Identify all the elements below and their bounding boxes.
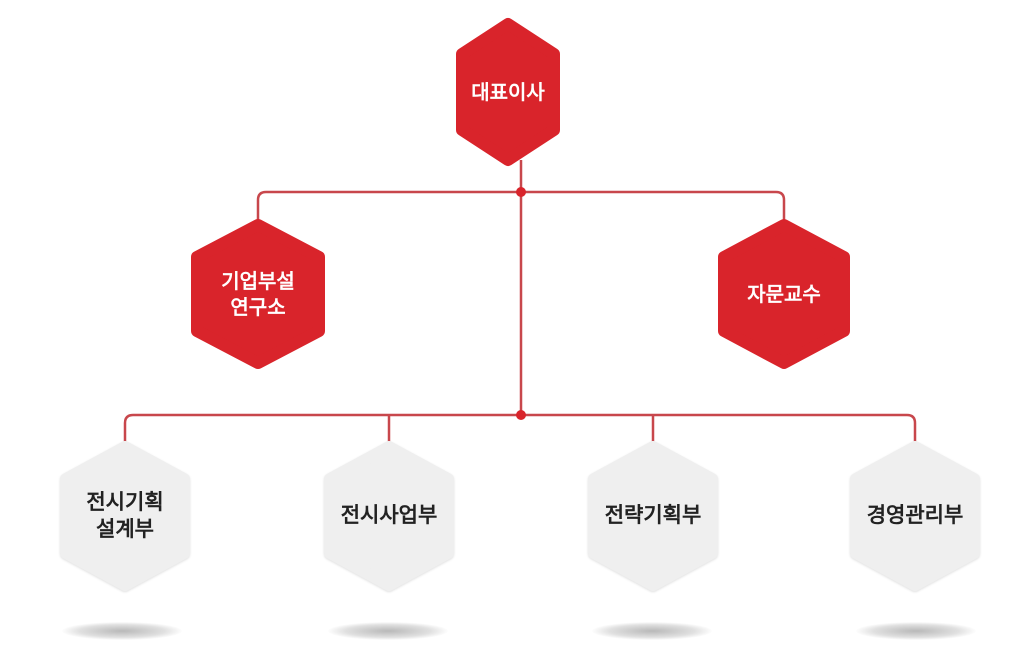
hexagon-shape (324, 441, 454, 591)
hexagon-shape (191, 219, 325, 369)
hexagon-shape (456, 18, 560, 166)
node-shadow (592, 622, 712, 640)
node-label: 전시사업부 (340, 503, 438, 528)
node-ceo[interactable]: 대표이사 (456, 18, 560, 166)
hexagon-shape (60, 441, 190, 591)
node-label: 경영관리부 (866, 503, 964, 528)
node-label: 자문교수 (747, 282, 821, 306)
node-advisory-professor[interactable]: 자문교수 (718, 219, 850, 369)
node-label: 전시기획 설계부 (86, 489, 164, 541)
node-label: 전략기획부 (604, 503, 702, 528)
node-label: 기업부설 연구소 (221, 269, 295, 319)
junction-dot (516, 410, 526, 420)
node-dept-exhibition-business[interactable]: 전시사업부 (324, 441, 454, 591)
hexagon-shape (588, 441, 718, 591)
node-shadow (328, 622, 448, 640)
node-label: 대표이사 (471, 80, 545, 104)
junction-dot (516, 187, 526, 197)
node-dept-management[interactable]: 경영관리부 (850, 441, 980, 591)
node-dept-exhibition-design[interactable]: 전시기획 설계부 (60, 441, 190, 591)
node-shadow (856, 622, 976, 640)
hexagon-shape (850, 441, 980, 591)
hexagon-shape (718, 219, 850, 369)
node-dept-strategy[interactable]: 전략기획부 (588, 441, 718, 591)
node-research-lab[interactable]: 기업부설 연구소 (191, 219, 325, 369)
node-shadow (62, 622, 182, 640)
